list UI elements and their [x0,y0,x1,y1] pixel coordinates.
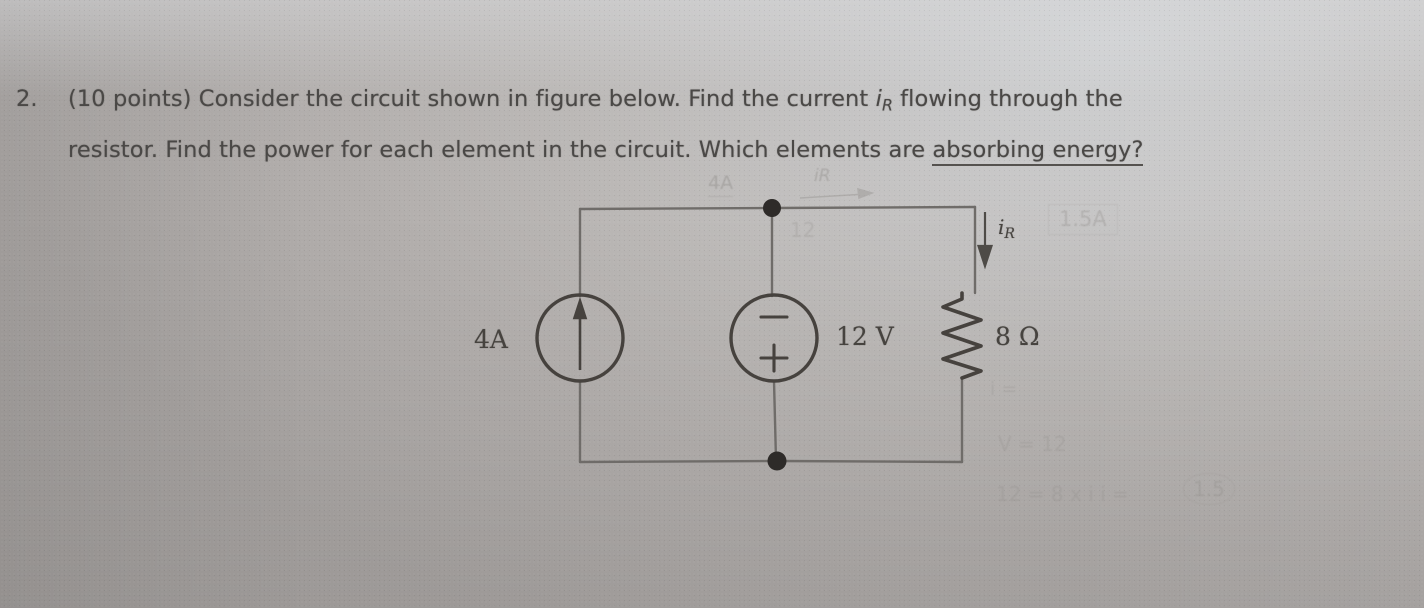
pencil-annotation-work-result: 1.5 [1183,473,1235,505]
branch-current-label: iR [998,215,1015,242]
branch-current-subscript: R [1004,225,1015,242]
question-ir-subscript: R [881,95,893,115]
question-line-2-prefix: resistor. Find the power for each elemen… [68,137,933,163]
question-number: 2. [16,86,38,112]
pencil-annotation-top-ir: iR [814,166,831,186]
pencil-annotation-work-line-2: V = 12 [998,432,1067,456]
question-line-1-suffix: flowing through the [892,86,1123,112]
pencil-annotation-ir-answer-box: 1.5A [1048,204,1118,235]
pencil-annotation-node-voltage: 12 [790,218,816,242]
question-line-1-prefix: (10 points) Consider the circuit shown i… [68,86,876,112]
current-source-label: 4A [474,325,508,354]
pencil-annotation-work-line-3: 12 = 8 x i i = [996,482,1129,506]
resistor-label: 8 Ω [995,322,1040,351]
question-line-2-underlined: absorbing energy? [932,137,1144,166]
pencil-annotation-work-line-1: i = [990,378,1018,400]
question-line-2: resistor. Find the power for each elemen… [68,137,1144,166]
question-line-1: (10 points) Consider the circuit shown i… [68,86,1123,114]
voltage-source-label: 12 V [836,322,894,351]
question-ir-symbol: i [875,86,882,112]
pencil-annotation-top-current: 4A [708,172,734,197]
branch-current-symbol: i [998,215,1005,239]
